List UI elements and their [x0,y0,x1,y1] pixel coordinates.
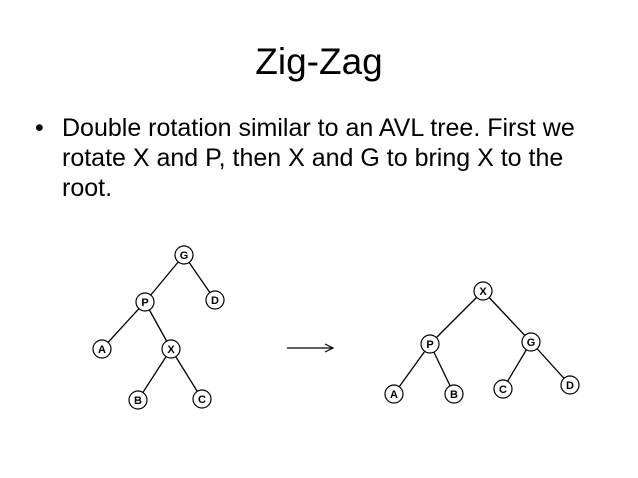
before-node-x: X [161,339,181,359]
after-node-p-label: P [426,339,433,351]
after-node-g: G [521,332,541,352]
after-tree-edges [393,290,571,395]
after-node-x: X [473,281,493,301]
after-node-a-label: A [390,389,398,401]
before-tree-edges [101,254,216,401]
bullet-list: • Double rotation similar to an AVL tree… [35,113,615,203]
before-node-b-label: B [134,395,142,407]
edge-x-g [482,290,532,343]
slide-title: Zig-Zag [255,41,383,82]
bullet-text: Double rotation similar to an AVL tree. … [62,114,575,202]
edge-x-p [429,290,484,345]
edge-g-d-after [530,341,571,386]
edge-p-a [101,301,146,350]
edge-p-a-after [393,343,431,395]
before-node-p-label: P [141,297,148,309]
before-node-x-label: X [167,344,175,356]
before-node-d-label: D [211,295,219,307]
before-node-c-label: C [198,394,206,406]
after-node-d-label: D [566,380,574,392]
before-node-c: C [192,389,212,409]
after-tree-nodes: X P G A B C D [384,281,580,404]
bullet-item: • Double rotation similar to an AVL tree… [35,113,615,203]
before-tree-nodes: G P D A X B C [92,245,225,410]
after-node-g-label: G [527,337,536,349]
after-node-c: C [493,379,513,399]
edge-x-c [170,348,203,400]
before-node-p: P [135,292,155,312]
before-node-a: A [92,339,112,359]
before-node-g-label: G [180,250,189,262]
rotation-arrow [287,343,335,353]
before-node-a-label: A [98,344,106,356]
after-node-b-label: B [450,389,458,401]
after-node-d: D [560,375,580,395]
after-node-x-label: X [479,286,487,298]
after-node-p: P [420,334,440,354]
edge-x-b [137,348,172,401]
before-node-b: B [128,390,148,410]
after-node-a: A [384,384,404,404]
before-node-d: D [205,290,225,310]
bullet-symbol: • [35,114,44,142]
before-node-g: G [174,245,194,265]
after-node-b: B [444,384,464,404]
edge-g-p [144,254,185,303]
after-node-c-label: C [499,384,507,396]
